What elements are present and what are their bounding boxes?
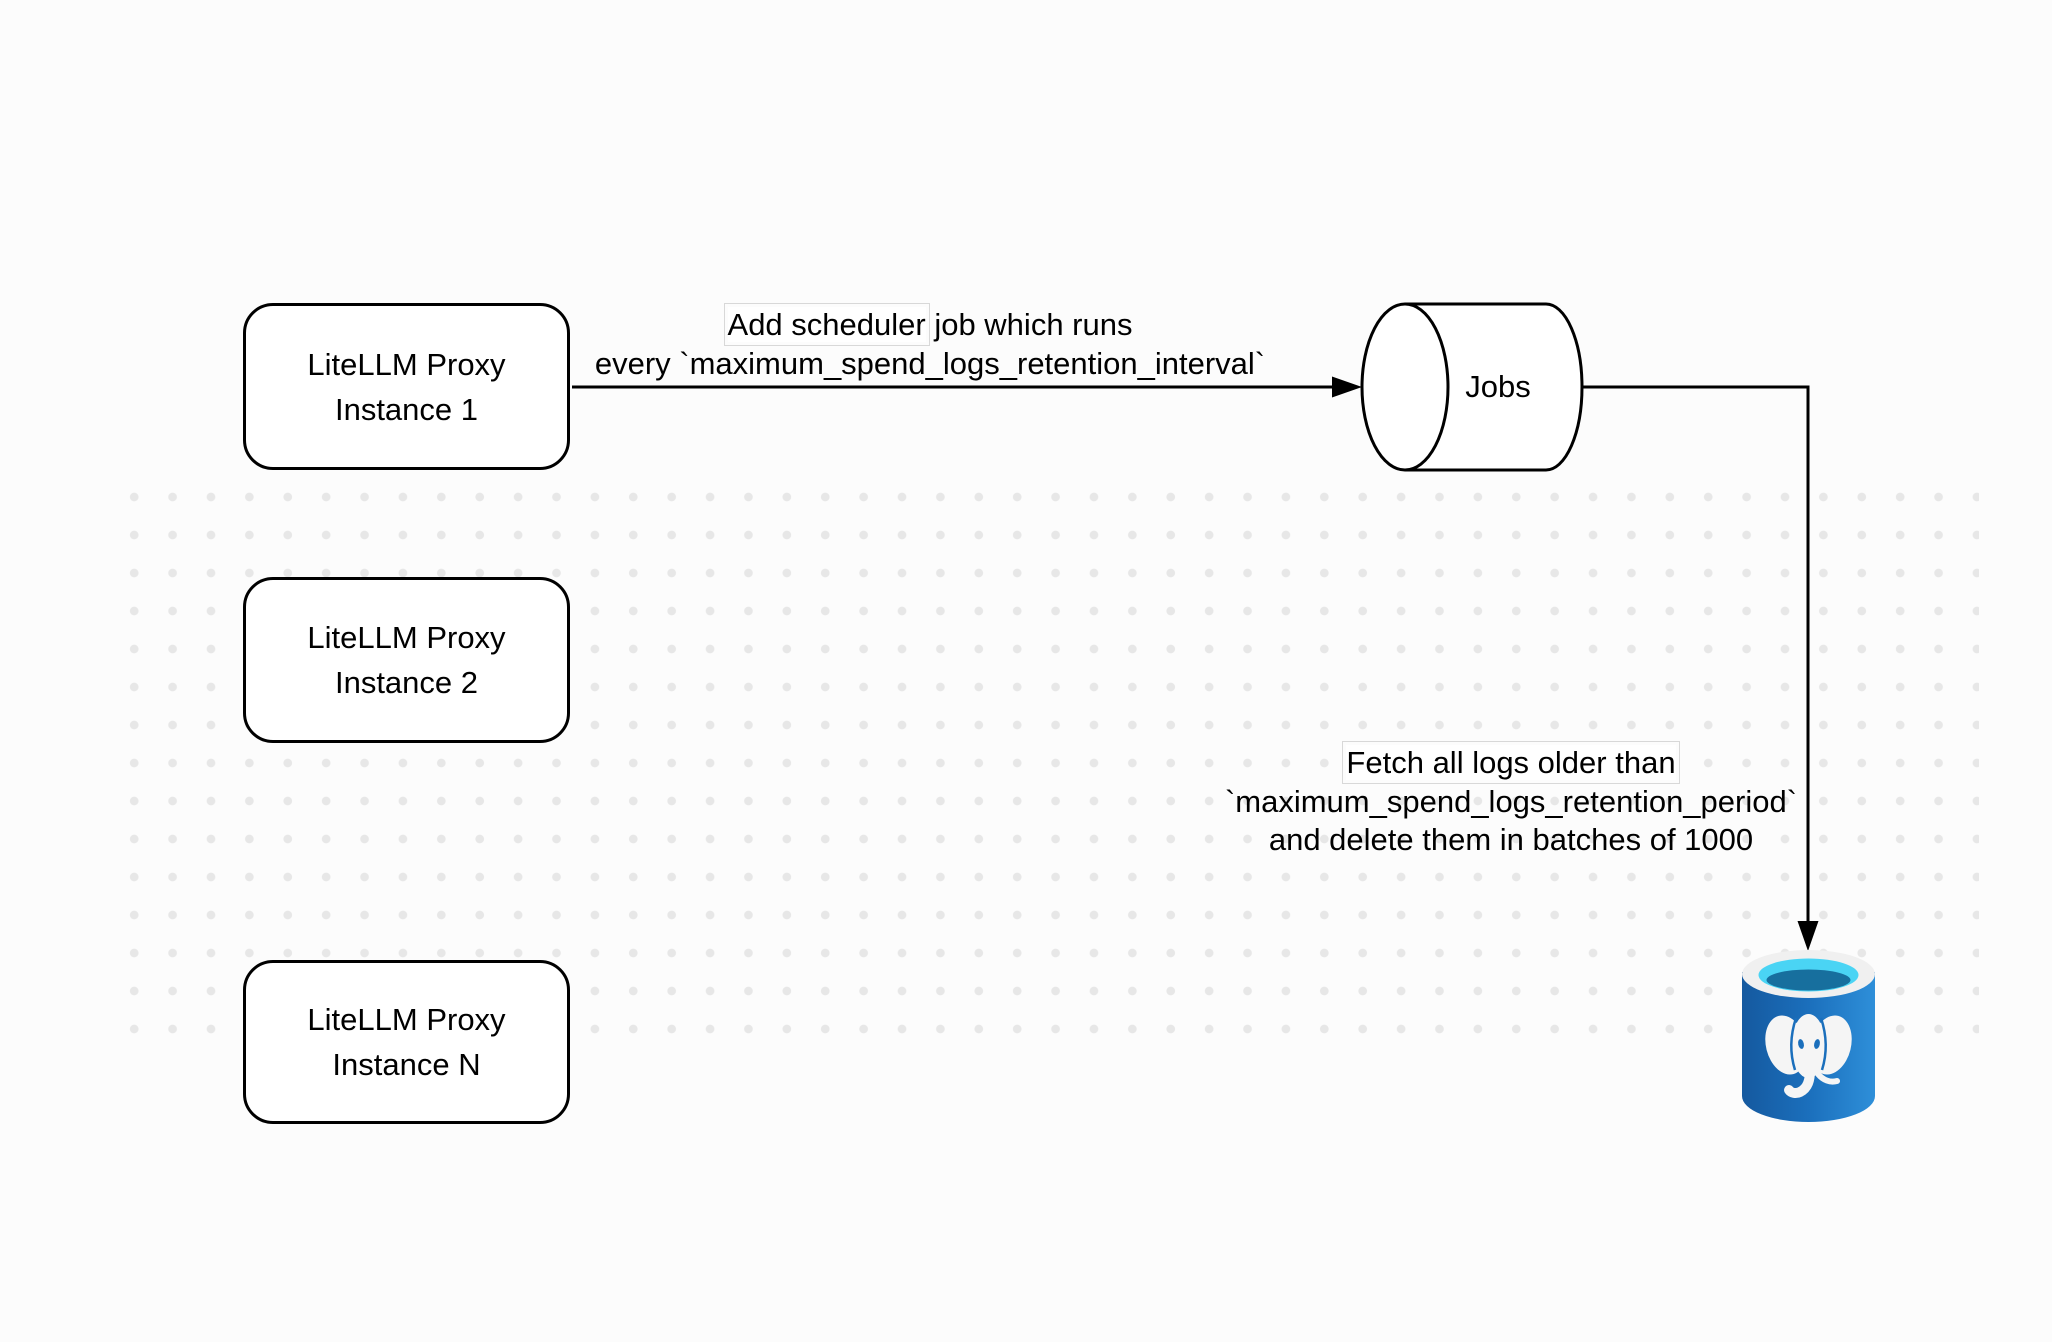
arrow-shaft xyxy=(1582,385,1810,923)
jobs-node-label: Jobs xyxy=(1465,369,1531,404)
node-proxy-instance-n: LiteLLM Proxy Instance N xyxy=(243,960,570,1124)
node-proxy-instance-2: LiteLLM Proxy Instance 2 xyxy=(243,577,570,743)
edge-label-line: Add scheduler job which runs xyxy=(570,303,1290,346)
elephant-trunk xyxy=(1784,1065,1815,1099)
edge-label-boxed-text: Add scheduler xyxy=(723,303,930,346)
node-title: LiteLLM Proxy xyxy=(307,346,506,382)
elephant-tusk xyxy=(1815,1071,1840,1085)
cylinder-body xyxy=(1405,302,1584,472)
arrowhead-icon xyxy=(1797,921,1819,951)
edge-label-line: and delete them in batches of 1000 xyxy=(1268,822,1754,857)
node-title: LiteLLM Proxy xyxy=(307,620,506,655)
database-opening-shadow xyxy=(1766,969,1851,991)
edge-label-cleanup: Fetch all logs older than `maximum_spend… xyxy=(1151,741,1871,860)
cylinder-end-cap xyxy=(1360,302,1450,472)
node-subtitle: Instance N xyxy=(332,1047,481,1082)
arrow-proxy-to-jobs xyxy=(572,376,1362,398)
elephant-face xyxy=(1791,1014,1826,1078)
arrow-jobs-to-database xyxy=(1582,385,1819,951)
elephant-ear-seam-right xyxy=(1819,1017,1827,1071)
node-title: LiteLLM Proxy xyxy=(307,1002,506,1037)
node-subtitle: Instance 1 xyxy=(334,391,479,427)
elephant-left-eye xyxy=(1798,1039,1804,1049)
postgres-elephant-icon xyxy=(1765,1014,1852,1099)
edge-label-scheduler: Add scheduler job which runs every `maxi… xyxy=(570,303,1290,383)
node-subtitle: Instance 2 xyxy=(334,665,479,700)
node-proxy-instance-1: LiteLLM Proxy Instance 1 xyxy=(243,303,570,470)
elephant-ear-seam-left xyxy=(1790,1017,1798,1071)
jobs-cylinder-icon xyxy=(1360,302,1584,472)
edge-label-line: Fetch all logs older than xyxy=(1151,741,1871,784)
elephant-right-eye xyxy=(1814,1039,1820,1049)
edge-label-boxed-text: Fetch all logs older than xyxy=(1342,741,1680,784)
edge-label-line: every `maximum_spend_logs_retention_inte… xyxy=(594,346,1266,381)
arrowhead-icon xyxy=(1332,376,1362,398)
edge-label-line: `maximum_spend_logs_retention_period` xyxy=(1224,783,1798,819)
postgresql-database-icon xyxy=(1742,950,1875,1122)
edge-label-text: job which runs xyxy=(925,307,1133,342)
